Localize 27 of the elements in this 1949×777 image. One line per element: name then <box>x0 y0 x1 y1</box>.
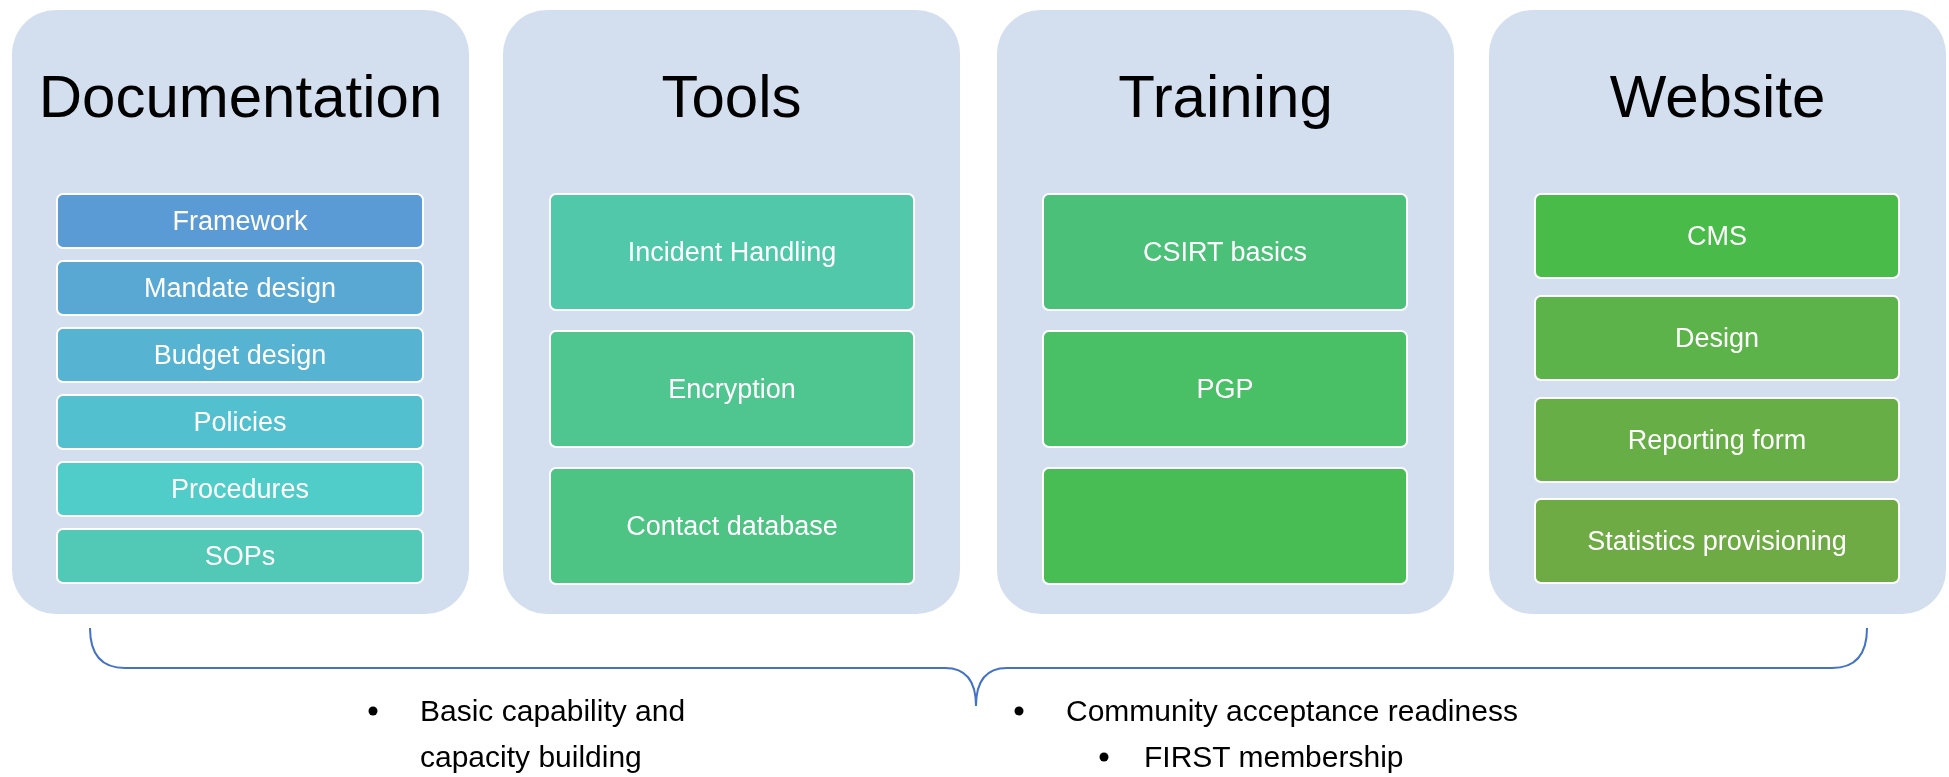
topic-card: PGP <box>1042 330 1408 448</box>
topic-card: Incident Handling <box>549 193 915 311</box>
topic-card: Reporting form <box>1534 397 1900 483</box>
topic-card: Budget design <box>56 327 424 383</box>
topic-card: Policies <box>56 394 424 450</box>
topic-card: CSIRT basics <box>1042 193 1408 311</box>
bullet-text: Community acceptance readiness <box>1066 693 1519 729</box>
topic-card: Design <box>1534 295 1900 381</box>
topic-card: SOPs <box>56 528 424 584</box>
topic-card: Mandate design <box>56 260 424 316</box>
bullet-text: FIRST membership <box>1144 739 1405 775</box>
category-panel <box>503 10 960 614</box>
category-panel <box>1489 10 1946 614</box>
topic-card: CMS <box>1534 193 1900 279</box>
topic-card: Contact database <box>549 467 915 585</box>
blank-card <box>1042 467 1408 585</box>
bullet-text: Basic capability and capacity building <box>420 693 687 775</box>
topic-card: Statistics provisioning <box>1534 498 1900 584</box>
category-panel <box>12 10 469 614</box>
panel-title: Website <box>1608 62 1827 132</box>
panel-title: Tools <box>660 62 803 132</box>
panel-title: Documentation <box>37 62 444 132</box>
panel-title: Training <box>1117 62 1334 132</box>
topic-card: Framework <box>56 193 424 249</box>
category-panel <box>997 10 1454 614</box>
topic-card: Encryption <box>549 330 915 448</box>
topic-card: Procedures <box>56 461 424 517</box>
